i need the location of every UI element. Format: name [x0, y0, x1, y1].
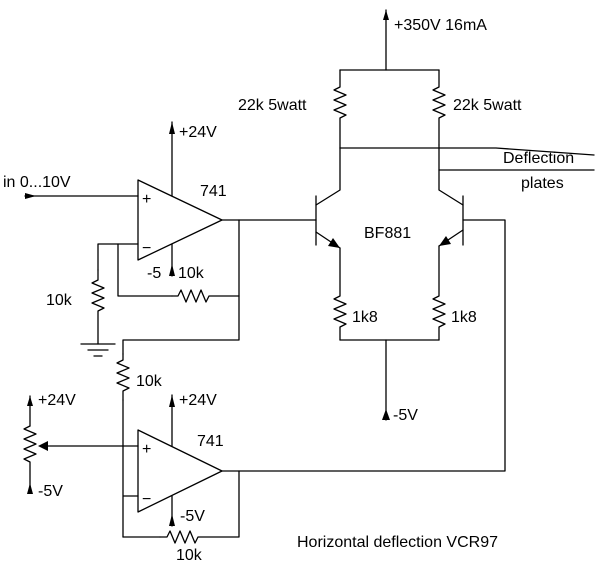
load-resistor-left: [333, 69, 347, 149]
opamp1-inverting-lead: [97, 243, 139, 271]
opamp1-feedback-wire: [117, 243, 173, 297]
link-resistor-label: 10k: [136, 373, 163, 390]
opamp2-vminus-arrow: [169, 514, 175, 526]
input-label: in 0...10V: [3, 174, 71, 191]
caption: Horizontal deflection VCR97: [297, 534, 498, 551]
emitter-resistor-right-label: 1k8: [451, 309, 477, 326]
hv-supply: [383, 9, 389, 71]
opamp1-minus-sign: −: [142, 240, 151, 257]
emitter-resistor-left-label: 1k8: [352, 309, 378, 326]
potentiometer: [23, 425, 37, 493]
emitter-resistor-left: [333, 247, 347, 341]
pot-top-supply-arrow: [27, 396, 33, 406]
opamp1-vplus-label: +24V: [179, 124, 217, 141]
opamp2-triangle: [137, 429, 223, 513]
opamp2-feedback-resistor-label: 10k: [176, 547, 203, 564]
hv-supply-label: +350V 16mA: [394, 17, 487, 34]
opamp1-output-riser: [122, 219, 240, 355]
load-resistor-left-label: 22k 5watt: [238, 97, 307, 114]
deflection-lead-left: [339, 147, 595, 156]
pot-bottom-supply-label: -5V: [38, 483, 63, 500]
opamp1-vminus-arrow: [169, 264, 175, 276]
pot-bottom-supply-arrow: [27, 483, 33, 494]
opamp2-vminus-label: -5V: [180, 508, 205, 525]
opamp1-plus-sign: +: [142, 191, 151, 208]
tail-supply-arrow: [382, 409, 390, 420]
opamp1-feedback-resistor: [171, 289, 240, 303]
ground-resistor: [91, 269, 105, 345]
ground-resistor-label: 10k: [46, 292, 73, 309]
pot-top-supply-label: +24V: [38, 392, 76, 409]
opamp2-feedback-resistor: [159, 470, 240, 544]
opamp1-type-label: 741: [200, 183, 227, 200]
deflection-label-1: Deflection: [503, 150, 574, 167]
transistor-left: [315, 147, 341, 249]
opamp2-inverting-lead: [122, 399, 139, 538]
opamp1-vminus-resistor-label: 10k: [178, 265, 205, 282]
load-resistor-right-label: 22k 5watt: [453, 97, 522, 114]
emitter-resistor-right: [432, 245, 446, 341]
transistor-right: [438, 144, 464, 247]
opamp2-output: [221, 219, 506, 472]
opamp1-vplus-arrow: [169, 122, 175, 134]
tail-supply-label: -5V: [393, 407, 418, 424]
opamp2-plus-sign: +: [142, 441, 151, 458]
opamp2-vplus-arrow: [169, 395, 175, 407]
opamp1-triangle: [137, 179, 223, 261]
opamp1-vminus-label: -5: [147, 265, 161, 282]
pot-wiper-arrow: [38, 441, 48, 451]
link-resistor: [116, 353, 130, 401]
ground-symbol: [80, 343, 116, 357]
input-arrow: [25, 193, 36, 199]
deflection-label-2: plates: [521, 175, 564, 192]
transistor-label: BF881: [364, 225, 411, 242]
opamp2-minus-sign: −: [142, 491, 151, 508]
opamp2-type-label: 741: [197, 433, 224, 450]
load-resistor-right: [432, 69, 446, 146]
opamp2-vplus-label: +24V: [179, 392, 217, 409]
